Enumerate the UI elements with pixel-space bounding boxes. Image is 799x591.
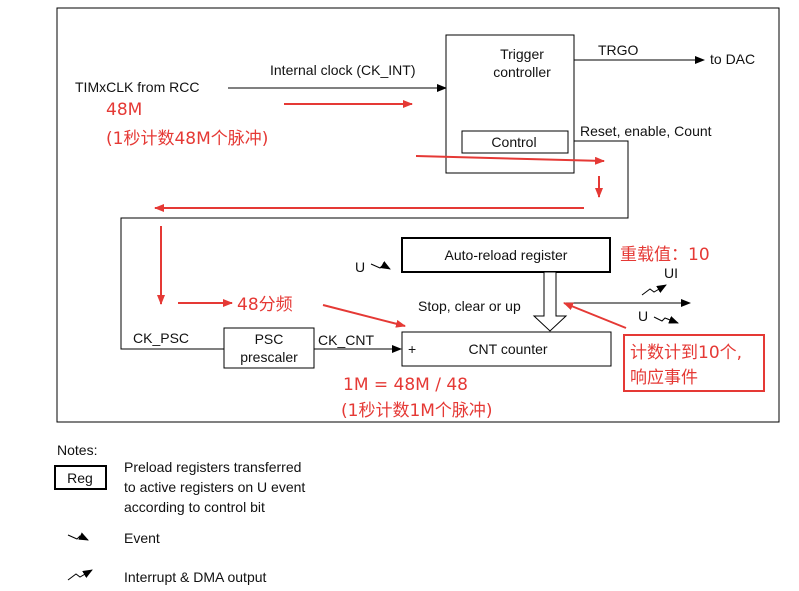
trigger-title-2: controller <box>493 64 551 80</box>
internal-clock-label: Internal clock (CK_INT) <box>270 62 415 78</box>
count-to-10-line1: 计数计到10个, <box>630 343 742 363</box>
control-box <box>461 130 569 154</box>
reset-enable-count-label: Reset, enable, Count <box>580 123 712 139</box>
reg-note-line3: according to control bit <box>124 499 265 515</box>
ui-interrupt-icon <box>641 284 667 296</box>
red-arrow-control <box>415 155 605 165</box>
u-event-icon <box>370 261 391 270</box>
reload-transfer-arrow <box>532 271 568 332</box>
reg-legend-box <box>54 465 107 490</box>
reload-value-annotation: 重载值：10 <box>620 245 710 265</box>
ck-cnt-label: CK_CNT <box>318 332 374 348</box>
timxclk-label: TIMxCLK from RCC <box>75 79 199 95</box>
trigger-title-1: Trigger <box>500 46 544 62</box>
control-label: Control <box>491 134 536 150</box>
interrupt-legend-icon <box>67 569 93 581</box>
reg-note-line1: Preload registers transferred <box>124 459 301 475</box>
cnt-counter-label: CNT counter <box>468 341 547 357</box>
interrupt-legend-label: Interrupt & DMA output <box>124 569 267 585</box>
pulses-48m-annotation: (1秒计数48M个脉冲) <box>106 129 268 149</box>
ui-label: UI <box>664 265 678 281</box>
reg-note-line2: to active registers on U event <box>124 479 305 495</box>
reg-legend-label: Reg <box>67 470 93 486</box>
auto-reload-label: Auto-reload register <box>445 247 568 263</box>
u-in-label: U <box>355 259 365 275</box>
pulses-1m-annotation: (1秒计数1M个脉冲) <box>341 401 493 421</box>
trgo-label: TRGO <box>598 42 639 58</box>
feedback-line <box>120 140 629 350</box>
freq-1m-annotation: 1M = 48M / 48 <box>343 375 468 395</box>
cnt-counter-box <box>401 331 612 367</box>
cnt-plus-label: + <box>408 341 416 357</box>
div-48-annotation: 48分频 <box>237 295 293 315</box>
u-out-label: U <box>638 308 648 324</box>
ck-psc-label: CK_PSC <box>133 330 189 346</box>
psc-prescaler-box <box>223 327 315 369</box>
u-event-out-icon <box>653 316 679 324</box>
psc-label-2: prescaler <box>240 349 298 365</box>
auto-reload-box <box>401 237 611 273</box>
notes-title: Notes: <box>57 442 97 458</box>
count-to-10-line2: 响应事件 <box>630 368 698 388</box>
freq-48m-annotation: 48M <box>106 100 142 120</box>
red-arrow-to-cnt <box>322 304 406 328</box>
event-legend-icon <box>67 532 89 541</box>
diagram-frame <box>56 7 780 423</box>
count-to-10-box <box>623 334 765 392</box>
event-legend-label: Event <box>124 530 160 546</box>
red-arrow-to-stop <box>563 302 627 329</box>
stop-clear-up-label: Stop, clear or up <box>418 298 521 314</box>
to-dac-label: to DAC <box>710 51 755 67</box>
psc-label-1: PSC <box>255 331 284 347</box>
